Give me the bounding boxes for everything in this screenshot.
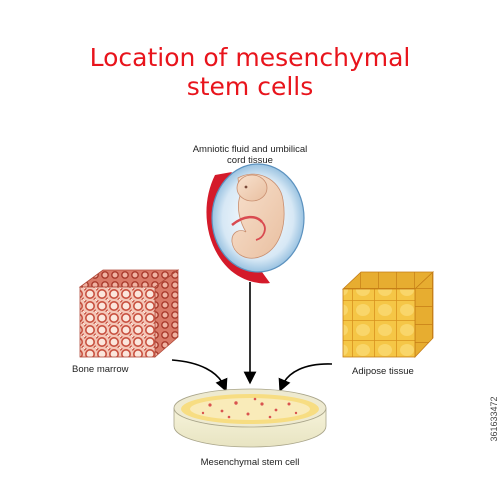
label-mesenchymal-stem-cell: Mesenchymal stem cell (200, 457, 300, 468)
label-adipose-tissue: Adipose tissue (352, 366, 414, 377)
adipose-tissue-cube (341, 271, 435, 359)
arrow-from-bone-marrow (171, 359, 228, 392)
diagram-title-line-1: Location of mesenchymal (89, 43, 411, 72)
diagram-title-line-2: stem cells (186, 72, 314, 101)
arrow-from-adipose (278, 363, 333, 392)
stock-id-text: 361633472 (489, 396, 499, 442)
arrows (171, 282, 333, 392)
stock-id-watermark: 361633472 (484, 362, 499, 482)
bone-marrow-cube (78, 269, 180, 358)
label-bone-marrow: Bone marrow (72, 364, 129, 375)
petri-dish (173, 388, 327, 448)
label-amniotic-fluid: Amniotic fluid and umbilical cord tissue (192, 144, 308, 166)
fetus-amniotic-sac (206, 163, 305, 284)
